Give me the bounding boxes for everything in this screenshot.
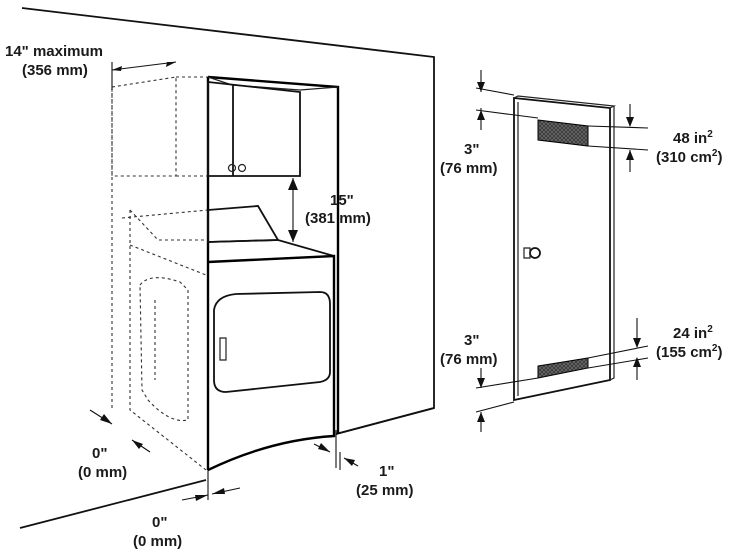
dim-top-maximum [111,61,177,90]
top-max-metric: (356 mm) [22,62,88,79]
closet-recess [206,75,340,470]
top-vent-area-value: 48 in2 [673,129,713,147]
dim-cabinet-gap [288,178,298,242]
dim-top-vent-area [587,104,649,172]
top-vent-area-metric: (310 cm2) [656,148,722,166]
dim-left-side [89,409,151,453]
upper-cabinet [207,80,301,177]
bottom-vent-area-metric: (155 cm2) [656,343,722,361]
cabinet-gap-value: 15" [330,192,354,209]
door-bottom-offset-value: 3" [464,332,479,349]
left-side-value: 0" [92,445,107,462]
top-max-value: 14" maximum [5,43,103,60]
dim-door-top-offset [475,70,539,130]
bottom-vent-area-value: 24 in2 [673,324,713,342]
closet-door [513,95,617,402]
door-bottom-offset-metric: (76 mm) [440,351,498,368]
door-knob-icon [529,247,541,259]
cabinet-gap-metric: (381 mm) [305,210,371,227]
bottom-side-value: 0" [152,514,167,531]
dim-bottom-side [181,470,241,501]
dim-bottom-vent-area [587,318,649,380]
door-top-offset-metric: (76 mm) [440,160,498,177]
top-vent [537,119,589,147]
dim-rear [313,430,359,470]
dim-door-bottom-offset [475,368,539,432]
bottom-side-metric: (0 mm) [133,533,182,550]
maximum-clearance-outline [111,76,209,471]
left-side-metric: (0 mm) [78,464,127,481]
alcove-wall [19,7,435,529]
rear-value: 1" [379,463,394,480]
bottom-vent [537,357,589,379]
dryer [207,205,336,472]
rear-metric: (25 mm) [356,482,414,499]
door-top-offset-value: 3" [464,141,479,158]
